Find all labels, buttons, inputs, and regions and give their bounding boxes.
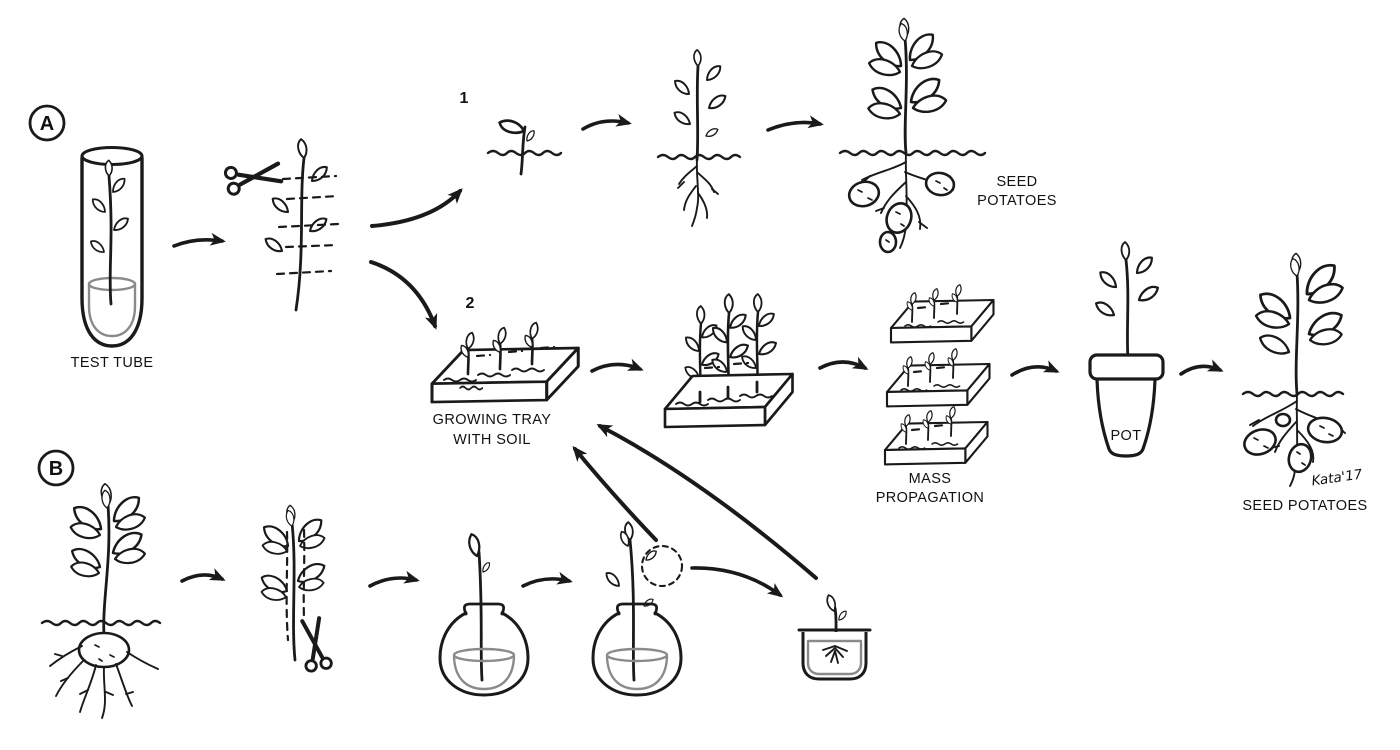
mother-roots (49, 645, 159, 719)
test-tube-medium (87, 276, 137, 338)
mass-tray-2 (885, 348, 991, 408)
cut-lines (275, 174, 340, 276)
water-jar-icon (438, 531, 530, 697)
pot-label: POT (1110, 428, 1141, 444)
arrow-plant-to-seed-potatoes (766, 115, 824, 132)
young-plant-roots (677, 157, 719, 227)
seed-potato-plant-icon: SEED POTATOES (838, 17, 1057, 254)
mass-tray-1 (889, 284, 995, 344)
branch-1-badge: 1 (460, 90, 469, 107)
path-b-badge: B (37, 449, 75, 487)
planted-cutting-icon (486, 113, 563, 176)
arrow-to-branch-1 (370, 188, 463, 228)
final-seed-potatoes-tubers (1243, 412, 1344, 474)
arrow-testtube-to-cuttings (172, 232, 226, 248)
arrow-cup-to-growing-tray (596, 424, 818, 580)
mass-propagation-label-line2: PROPAGATION (876, 490, 985, 506)
cup-cutting-roots (822, 645, 848, 664)
test-tube-plantlet (87, 158, 132, 306)
arrow-rooting-jar-to-cup (690, 566, 784, 598)
path-a-badge: A (28, 104, 66, 142)
path-a-badge-label: A (40, 113, 54, 135)
branch-2-badge: 2 (466, 295, 475, 312)
axillary-bud-highlight-circle (640, 544, 684, 588)
growing-tray-icon: GROWING TRAY WITH SOIL (430, 322, 580, 448)
test-tube-icon: TEST TUBE (71, 146, 154, 371)
arrow-cutting-to-plant (581, 113, 632, 131)
vertical-cut-lines (285, 528, 306, 642)
branch-2: 2 GROWING TRAY WITH SOIL (430, 240, 1367, 514)
mother-potato-plant-icon (40, 482, 162, 719)
rooting-jar-icon (591, 520, 684, 697)
mass-propagation-icon: MASS PROPAGATION (876, 284, 995, 506)
pot-icon: POT (1088, 240, 1165, 458)
growing-tray-label-line2: WITH SOIL (453, 432, 531, 448)
grown-tray-icon (663, 293, 794, 429)
path-a: A TEST TUBE (28, 104, 463, 371)
seed-potatoes-tubers (847, 171, 956, 254)
branch-1: 1 (460, 17, 1057, 254)
arrow-pot-to-final (1179, 359, 1224, 376)
arrow-bud-to-growing-tray (572, 445, 658, 542)
mass-tray-3 (883, 406, 989, 466)
stem-cuttings-icon (258, 504, 335, 674)
path-b: B (37, 424, 872, 719)
arrow-tray-to-grown-tray (590, 358, 644, 373)
test-tube-label: TEST TUBE (71, 355, 154, 371)
scissors-icon (225, 159, 282, 195)
arrow-grown-tray-to-mass (818, 356, 869, 370)
growing-tray-label-line1: GROWING TRAY (433, 412, 552, 428)
arrow-cuttings-to-jar (368, 570, 420, 588)
arrow-jar-to-rooting-jar (521, 571, 573, 588)
rooted-young-plant-icon (656, 48, 742, 227)
path-b-badge-label: B (49, 458, 63, 480)
mass-propagation-label-line1: MASS (909, 471, 952, 487)
scissors-icon (296, 615, 335, 674)
artist-signature: Kata'17 (1311, 466, 1364, 489)
sectioned-plantlet-icon (225, 137, 340, 312)
seed-potatoes-label-line1: SEED (996, 174, 1037, 190)
mother-tuber (77, 631, 131, 669)
final-seed-potato-plant-icon: Kata'17 SEED POTATOES (1241, 252, 1367, 514)
arrow-mother-to-cuttings (180, 568, 226, 583)
arrow-to-branch-2 (369, 260, 438, 330)
arrow-mass-to-pot (1010, 360, 1060, 377)
final-seed-potatoes-label: SEED POTATOES (1242, 498, 1367, 514)
rooted-cutting-cup-icon (797, 593, 872, 681)
seed-potatoes-label-line2: POTATOES (977, 193, 1057, 209)
